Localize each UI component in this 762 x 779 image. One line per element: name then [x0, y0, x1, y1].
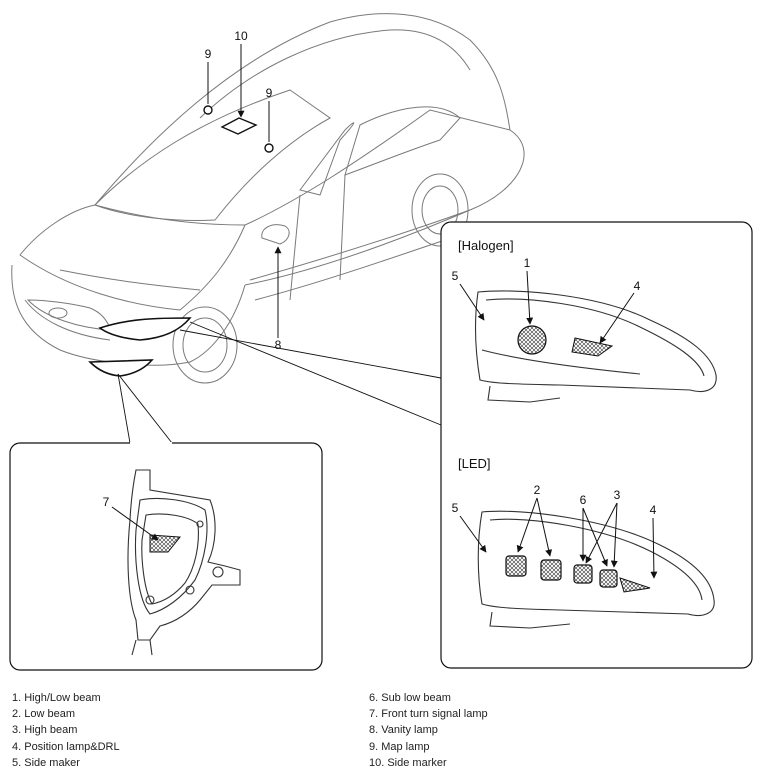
legend-item-5: 5. Side maker — [12, 756, 80, 769]
map-lamp-right — [264, 143, 274, 153]
halogen-high-low-beam-lens — [517, 325, 547, 355]
legend-left: 1. High/Low beam 2. Low beam 3. High bea… — [12, 690, 120, 771]
turn-signal-callout-7: 7 — [103, 495, 110, 509]
car-side-body — [244, 109, 525, 286]
halogen-callout-4: 4 — [634, 279, 641, 293]
callout-8: 8 — [275, 338, 282, 352]
car-front-window — [299, 122, 355, 196]
led-low-beam-1 — [505, 555, 527, 577]
legend-item-2: 2. Low beam — [12, 708, 75, 721]
legend-right: 6. Sub low beam 7. Front turn signal lam… — [369, 690, 488, 771]
car-rear-wheel — [411, 173, 469, 247]
legend-item-7: 7. Front turn signal lamp — [369, 708, 488, 721]
callout-9-right: 9 — [266, 86, 273, 100]
car-side-mirror — [261, 224, 290, 245]
callout-10: 10 — [234, 29, 248, 43]
legend-item-4: 4. Position lamp&DRL — [12, 740, 120, 753]
car-emblem — [48, 307, 68, 319]
map-lamp-left — [203, 105, 213, 115]
led-callout-4: 4 — [650, 503, 657, 517]
legend-item-8: 8. Vanity lamp — [369, 724, 438, 737]
car-fog-lamp-highlight — [88, 359, 154, 377]
vanity-lamp-marker — [220, 117, 258, 135]
car-roof — [94, 13, 511, 206]
callout-9-left: 9 — [205, 47, 212, 61]
car-rear-window — [344, 106, 461, 176]
led-callout-5: 5 — [452, 501, 459, 515]
car-front-bumper — [11, 264, 246, 366]
legend-item-9: 9. Map lamp — [369, 740, 430, 753]
car-hood — [19, 204, 246, 311]
led-position-drl — [619, 577, 651, 593]
halogen-callout-5: 5 — [452, 269, 459, 283]
legend-item-1: 1. High/Low beam — [12, 692, 101, 704]
legend-item-10: 10. Side marker — [369, 756, 447, 769]
led-callout-2: 2 — [534, 483, 541, 497]
halogen-headlamp — [474, 290, 717, 403]
led-headlamp — [477, 510, 715, 629]
led-high-beam — [599, 569, 618, 588]
car-grille — [26, 299, 111, 331]
legend-item-6: 6. Sub low beam — [369, 692, 451, 704]
section-label-halogen: [Halogen] — [458, 238, 514, 253]
car-headlamp-highlight — [98, 317, 192, 341]
car-front-wheel — [172, 306, 238, 384]
led-callout-6: 6 — [580, 493, 587, 507]
led-sub-low-beam — [573, 564, 593, 584]
legend-item-3: 3. High beam — [12, 724, 78, 737]
led-callout-3: 3 — [614, 488, 621, 502]
led-low-beam-2 — [540, 559, 562, 581]
section-label-led: [LED] — [458, 456, 491, 471]
halogen-callout-1: 1 — [524, 256, 531, 270]
